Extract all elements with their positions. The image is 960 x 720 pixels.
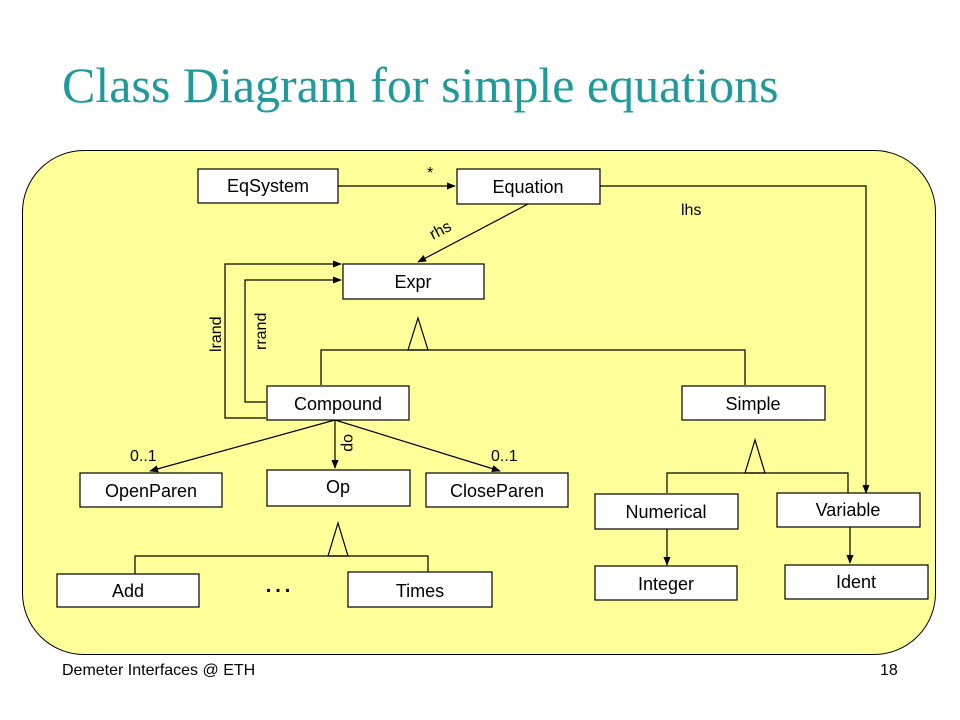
- class-expr: Expr: [342, 263, 485, 300]
- op-inheritance-bus: [134, 555, 429, 574]
- closeparen-edge: [334, 419, 501, 473]
- svg-text:Variable: Variable: [816, 500, 881, 520]
- ellipsis: …: [263, 566, 293, 599]
- svg-text:Compound: Compound: [294, 394, 382, 414]
- svg-text:EqSystem: EqSystem: [227, 176, 309, 196]
- svg-text:Ident: Ident: [836, 572, 876, 592]
- svg-text:OpenParen: OpenParen: [105, 481, 197, 501]
- class-integer: Integer: [594, 565, 738, 601]
- openparen-multiplicity: 0..1: [130, 448, 157, 465]
- class-numerical: Numerical: [594, 493, 739, 530]
- class-simple: Simple: [681, 385, 826, 421]
- class-op: Op: [266, 469, 411, 507]
- expr-inheritance-triangle: [407, 315, 429, 351]
- op-label: op: [340, 434, 357, 452]
- class-compound: Compound: [266, 385, 410, 421]
- rrand-label: rrand: [253, 313, 270, 350]
- closeparen-multiplicity: 0..1: [491, 448, 518, 465]
- svg-text:Simple: Simple: [725, 394, 780, 414]
- svg-text:Times: Times: [396, 581, 444, 601]
- svg-text:Add: Add: [112, 581, 144, 601]
- lhs-label: lhs: [681, 202, 701, 219]
- class-eqsystem: EqSystem: [197, 168, 339, 204]
- expr-inheritance-bus: [320, 349, 746, 385]
- class-variable: Variable: [776, 492, 921, 528]
- simple-inheritance-triangle: [744, 437, 766, 474]
- star-multiplicity: *: [427, 165, 433, 182]
- openparen-edge: [149, 419, 336, 473]
- page-title: Class Diagram for simple equations: [62, 57, 779, 113]
- rrand-edge: [244, 276, 342, 403]
- rhs-edge: [417, 203, 529, 263]
- class-openparen: OpenParen: [79, 472, 223, 508]
- class-ident: Ident: [784, 564, 929, 600]
- lrand-label: lrand: [208, 316, 225, 352]
- simple-inheritance-bus: [666, 472, 849, 493]
- footer-source: Demeter Interfaces @ ETH: [62, 662, 256, 679]
- op-inheritance-triangle: [327, 520, 349, 557]
- lhs-edge: [600, 185, 870, 494]
- class-closeparen: CloseParen: [425, 472, 569, 508]
- svg-text:Numerical: Numerical: [625, 502, 706, 522]
- svg-text:Expr: Expr: [394, 272, 431, 292]
- svg-text:Integer: Integer: [638, 574, 694, 594]
- svg-text:Equation: Equation: [492, 177, 563, 197]
- page-number: 18: [880, 662, 898, 679]
- class-times: Times: [347, 571, 493, 608]
- lrand-edge: [224, 260, 342, 419]
- class-equation: Equation: [456, 168, 601, 205]
- svg-text:Op: Op: [326, 477, 350, 497]
- class-add: Add: [56, 573, 200, 608]
- rhs-label: rhs: [427, 218, 455, 243]
- svg-text:CloseParen: CloseParen: [450, 481, 544, 501]
